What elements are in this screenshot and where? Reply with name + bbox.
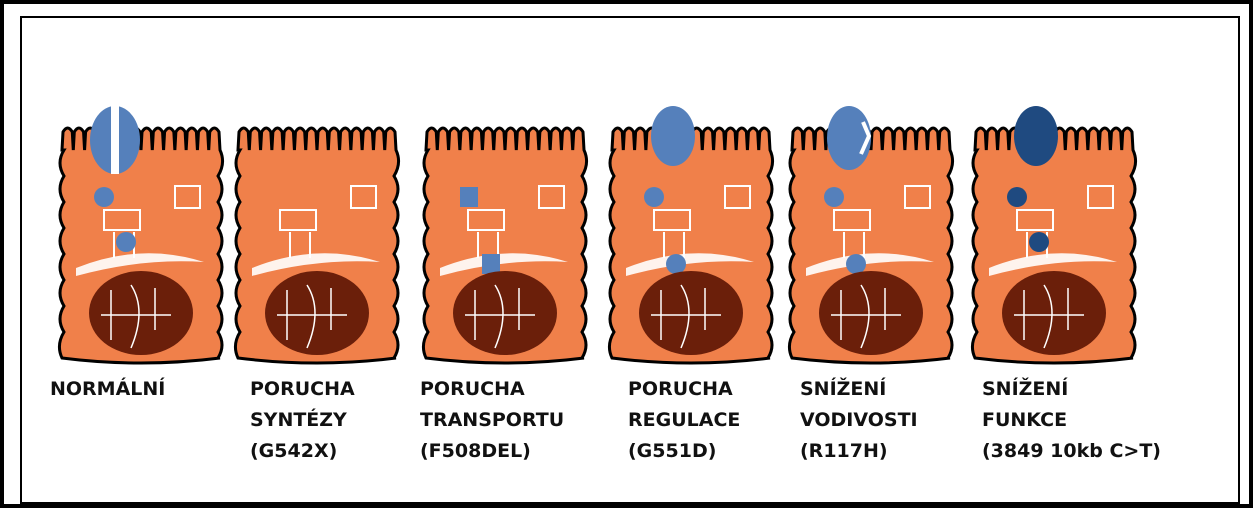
label-line: (3849 10kb C>T) [982,436,1161,467]
label-line: FUNKCE [982,405,1161,436]
label-transport: PORUCHA TRANSPORTU (F508DEL) [420,374,564,467]
nucleus [639,271,743,355]
label-line: SYNTÉZY [250,405,355,436]
label-line: (G542X) [250,436,355,467]
cftr-protein-dot [824,187,844,207]
cftr-protein-dot [644,187,664,207]
cftr-protein-dot [116,232,136,252]
cftr-protein-dot [846,254,866,274]
nucleus [89,271,193,355]
nucleus [453,271,557,355]
label-function: SNÍŽENÍ FUNKCE (3849 10kb C>T) [982,374,1161,467]
label-line: PORUCHA [250,374,355,405]
label-normal: NORMÁLNÍ [50,374,165,405]
label-line: SNÍŽENÍ [982,374,1161,405]
channel-protein [651,106,695,166]
label-line: PORUCHA [628,374,740,405]
label-line: REGULACE [628,405,740,436]
label-line: (F508DEL) [420,436,564,467]
label-regulation: PORUCHA REGULACE (G551D) [628,374,740,467]
cell-transport [423,128,586,363]
nucleus [819,271,923,355]
channel-protein [1014,106,1058,166]
label-line: NORMÁLNÍ [50,374,165,405]
label-conductance: SNÍŽENÍ VODIVOSTI (R117H) [800,374,918,467]
cftr-protein-dot [1029,232,1049,252]
label-line: (G551D) [628,436,740,467]
nucleus [265,271,369,355]
cftr-protein-dot [666,254,686,274]
cell-synthesis [235,128,398,363]
cftr-protein-dot [1007,187,1027,207]
cell-function [972,106,1135,363]
cell-normal [59,106,222,363]
label-line: PORUCHA [420,374,564,405]
cftr-protein-block [482,254,500,274]
label-line: TRANSPORTU [420,405,564,436]
channel-protein [827,106,871,170]
label-line: (R117H) [800,436,918,467]
cftr-protein-block [460,187,478,207]
label-line: VODIVOSTI [800,405,918,436]
label-synthesis: PORUCHA SYNTÉZY (G542X) [250,374,355,467]
cftr-protein-dot [94,187,114,207]
nucleus [1002,271,1106,355]
label-line: SNÍŽENÍ [800,374,918,405]
cell-regulation [609,106,772,363]
channel-pore [111,106,119,174]
cell-conductance [789,106,952,363]
